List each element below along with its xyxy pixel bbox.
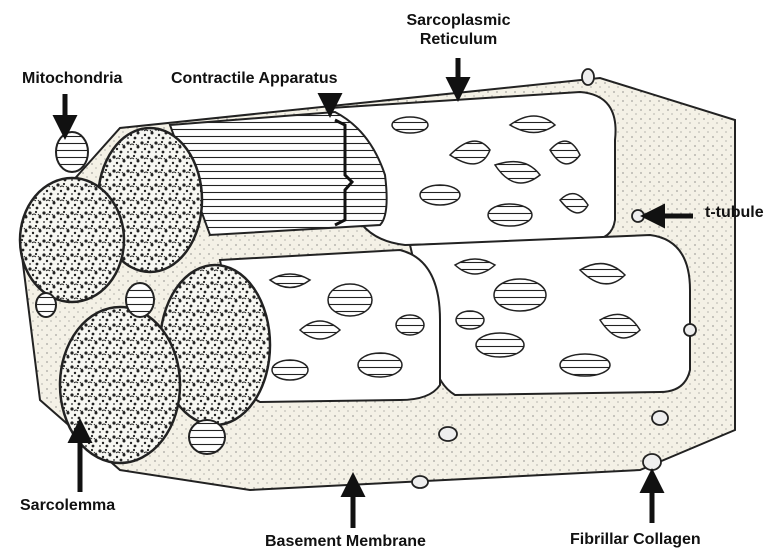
label-sarcolemma: Sarcolemma — [20, 496, 115, 515]
label-mitochondria: Mitochondria — [22, 69, 122, 88]
label-t-tubule: t-tubule — [705, 203, 764, 222]
label-fibrillar-collagen: Fibrillar Collagen — [570, 530, 701, 549]
label-sarcoplasmic-reticulum: Sarcoplasmic Reticulum — [396, 11, 521, 49]
label-sarcoplasmic-line2: Reticulum — [396, 30, 521, 49]
label-basement-membrane: Basement Membrane — [265, 532, 426, 551]
sr-block-lower-right — [410, 235, 690, 395]
label-contractile-apparatus: Contractile Apparatus — [171, 69, 338, 88]
contractile-apparatus — [170, 112, 387, 235]
label-sarcoplasmic-line1: Sarcoplasmic — [396, 11, 521, 30]
